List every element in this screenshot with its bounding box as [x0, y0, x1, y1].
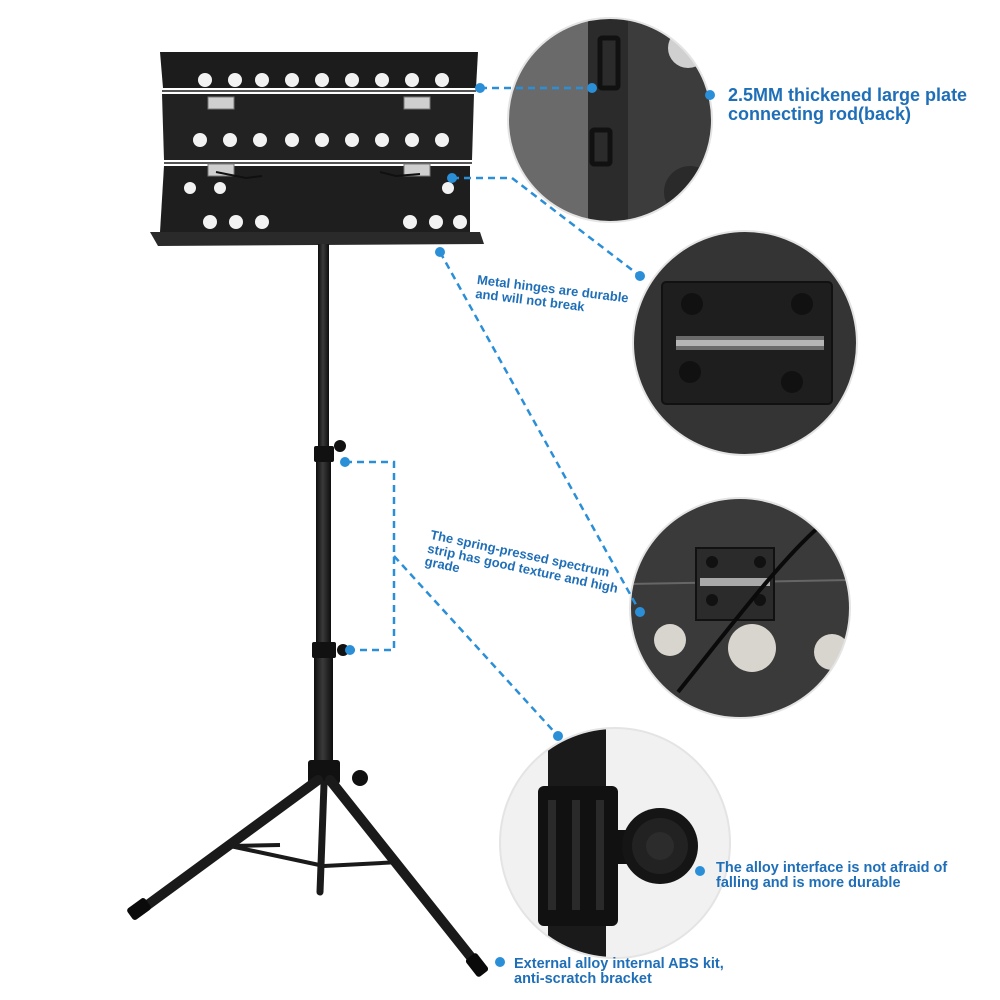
knob-upper: [334, 440, 346, 452]
height-clamp-upper: [314, 446, 334, 462]
tray-holes: [184, 73, 467, 229]
detail-spring-strip: [629, 497, 851, 719]
leader-lines: [345, 86, 642, 737]
spring-strip: [215, 171, 421, 180]
tripod-base: [127, 760, 489, 977]
middle-pole: [316, 450, 331, 650]
hinge-pair: [207, 96, 431, 177]
callout-connecting-rod: 2.5MM thickened large plate connecting r…: [728, 86, 967, 124]
sheet-music-tray: [150, 52, 484, 246]
callout-alloy-interface: The alloy interface is not afraid of fal…: [716, 860, 948, 892]
height-clamp-lower: [312, 642, 336, 658]
detail-abs-kit: [499, 727, 731, 959]
callout-line: falling and is more durable: [716, 875, 901, 892]
detail-hinge: [632, 230, 858, 456]
callout-abs-kit: External alloy internal ABS kit, anti-sc…: [514, 956, 724, 988]
leader-dots: [340, 83, 715, 967]
music-stand: [127, 52, 489, 977]
callout-line: anti-scratch bracket: [514, 971, 652, 988]
upper-pole: [318, 244, 329, 452]
detail-connecting-rod: [507, 17, 713, 223]
callout-line: connecting rod(back): [728, 103, 912, 124]
lower-pole: [314, 648, 333, 768]
callout-line: 2.5MM thickened large plate: [728, 85, 968, 105]
callout-line: The alloy interface is not afraid of: [716, 860, 948, 876]
callout-line: External alloy internal ABS kit,: [514, 956, 724, 972]
